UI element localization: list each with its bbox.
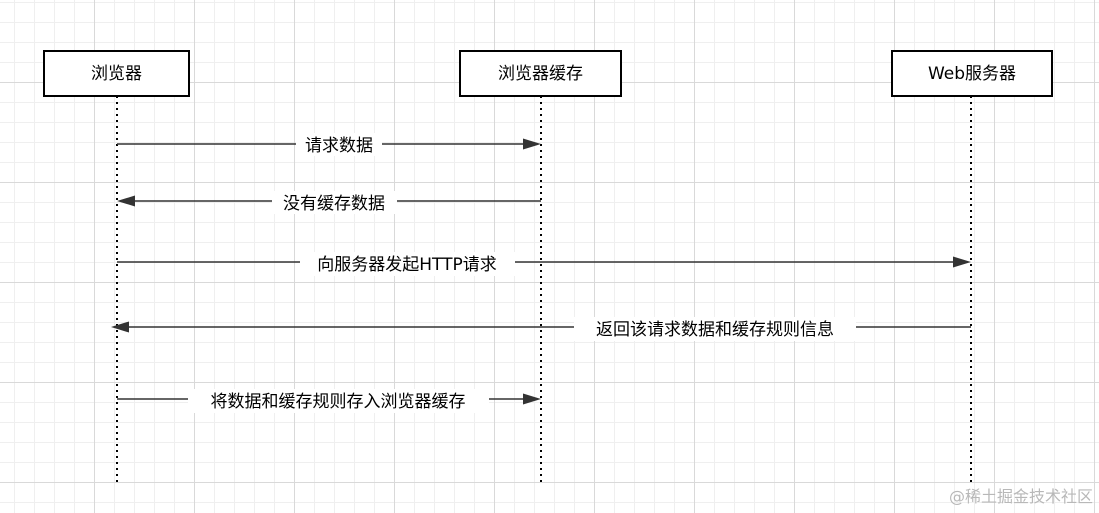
- participant-cache[interactable]: 浏览器缓存: [459, 50, 622, 97]
- participant-label-cache: 浏览器缓存: [498, 64, 583, 84]
- message-label-bg: [272, 191, 397, 214]
- participant-label-server: Web服务器: [928, 64, 1016, 84]
- participant-server[interactable]: Web服务器: [891, 50, 1053, 97]
- arrowhead-right-icon: [953, 256, 971, 268]
- arrowhead-left-icon: [117, 195, 135, 207]
- message-label: 返回该请求数据和缓存规则信息: [596, 320, 834, 340]
- participant-browser[interactable]: 浏览器: [43, 50, 190, 97]
- message-label-bg: [574, 317, 856, 341]
- message-label-bg: [296, 133, 382, 156]
- message-label: 向服务器发起HTTP请求: [317, 255, 497, 275]
- message-label: 请求数据: [305, 136, 373, 156]
- arrowhead-right-icon: [523, 393, 541, 405]
- message-request-data[interactable]: 请求数据: [117, 133, 541, 156]
- message-store-in-cache[interactable]: 将数据和缓存规则存入浏览器缓存: [117, 389, 541, 413]
- message-no-cache-data[interactable]: 没有缓存数据: [117, 191, 541, 214]
- message-label: 没有缓存数据: [283, 194, 385, 214]
- arrowhead-left-icon: [111, 321, 129, 333]
- message-label-bg: [300, 252, 515, 276]
- participant-label-browser: 浏览器: [91, 64, 142, 84]
- watermark: @稀土掘金技术社区: [948, 487, 1093, 506]
- message-return-data-and-rules[interactable]: 返回该请求数据和缓存规则信息: [111, 317, 971, 341]
- arrowhead-right-icon: [523, 138, 541, 150]
- message-label: 将数据和缓存规则存入浏览器缓存: [211, 392, 466, 412]
- message-label-bg: [188, 389, 489, 413]
- message-http-request[interactable]: 向服务器发起HTTP请求: [117, 252, 971, 276]
